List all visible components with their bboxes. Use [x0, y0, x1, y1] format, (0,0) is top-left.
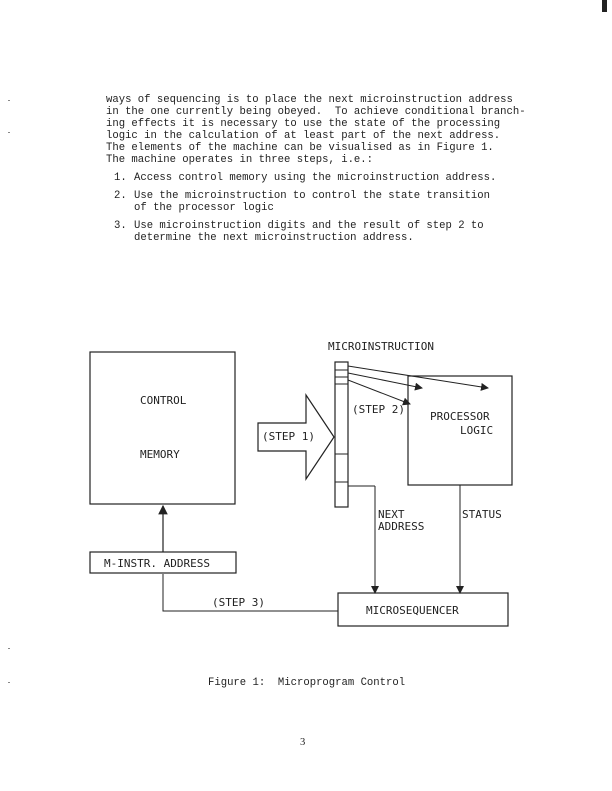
- step-text: determine the next microinstruction addr…: [134, 232, 414, 244]
- paragraph-line: ways of sequencing is to place the next …: [106, 94, 513, 106]
- processor-label: PROCESSOR: [430, 410, 490, 423]
- microinstruction-label: MICROINSTRUCTION: [328, 340, 434, 353]
- control-line: [347, 379, 411, 406]
- paragraph-line: logic in the calculation of at least par…: [106, 130, 501, 142]
- figure-caption: Figure 1: Microprogram Control: [208, 677, 406, 689]
- microinstruction-register: [334, 361, 349, 508]
- microsequencer-label: MICROSEQUENCER: [366, 604, 459, 617]
- control-memory-box: [89, 351, 236, 505]
- control-memory-label: CONTROL: [140, 394, 187, 407]
- next-address-label: NEXT: [378, 508, 405, 521]
- paragraph-line: in the one currently being obeyed. To ac…: [106, 106, 526, 118]
- steps-list: 1. Access control memory using the micro…: [114, 172, 496, 250]
- step-number: 3.: [114, 220, 127, 232]
- control-line: [347, 365, 489, 391]
- microsequencer-box: [337, 592, 509, 627]
- paragraph-line: The elements of the machine can be visua…: [106, 142, 494, 154]
- intro-paragraph: ways of sequencing is to place the next …: [106, 94, 526, 166]
- step-number: 1.: [114, 172, 127, 184]
- margin-dot: [8, 132, 10, 133]
- processor-label: LOGIC: [460, 424, 493, 437]
- margin-dot: [8, 682, 10, 683]
- next-address-label: ADDRESS: [378, 520, 424, 533]
- page-number: 3: [300, 737, 306, 748]
- step-item: 1. Access control memory using the micro…: [114, 172, 496, 184]
- control-memory-label: MEMORY: [140, 448, 180, 461]
- step2-label: (STEP 2): [352, 403, 405, 416]
- margin-dot: [8, 100, 10, 101]
- step-number: 2.: [114, 190, 127, 202]
- step-text: Use the microinstruction to control the …: [134, 190, 491, 202]
- step3-line: [162, 574, 338, 612]
- corner-mark: [602, 0, 607, 12]
- mi-address-label: M-INSTR. ADDRESS: [104, 557, 210, 570]
- step-text: Access control memory using the microins…: [134, 172, 497, 184]
- control-line: [347, 372, 423, 391]
- step-item: 3. Use microinstruction digits and the r…: [114, 220, 496, 244]
- step1-arrow: [257, 393, 335, 481]
- step-text: Use microinstruction digits and the resu…: [134, 220, 484, 232]
- step1-label: (STEP 1): [262, 430, 315, 443]
- step-text: of the processor logic: [134, 202, 274, 214]
- status-label: STATUS: [462, 508, 502, 521]
- paragraph-line: ing effects it is necessary to use the s…: [106, 118, 501, 130]
- step-item: 2. Use the microinstruction to control t…: [114, 190, 496, 214]
- paragraph-line: The machine operates in three steps, i.e…: [106, 154, 374, 166]
- margin-dot: [8, 648, 10, 649]
- step3-label: (STEP 3): [212, 596, 265, 609]
